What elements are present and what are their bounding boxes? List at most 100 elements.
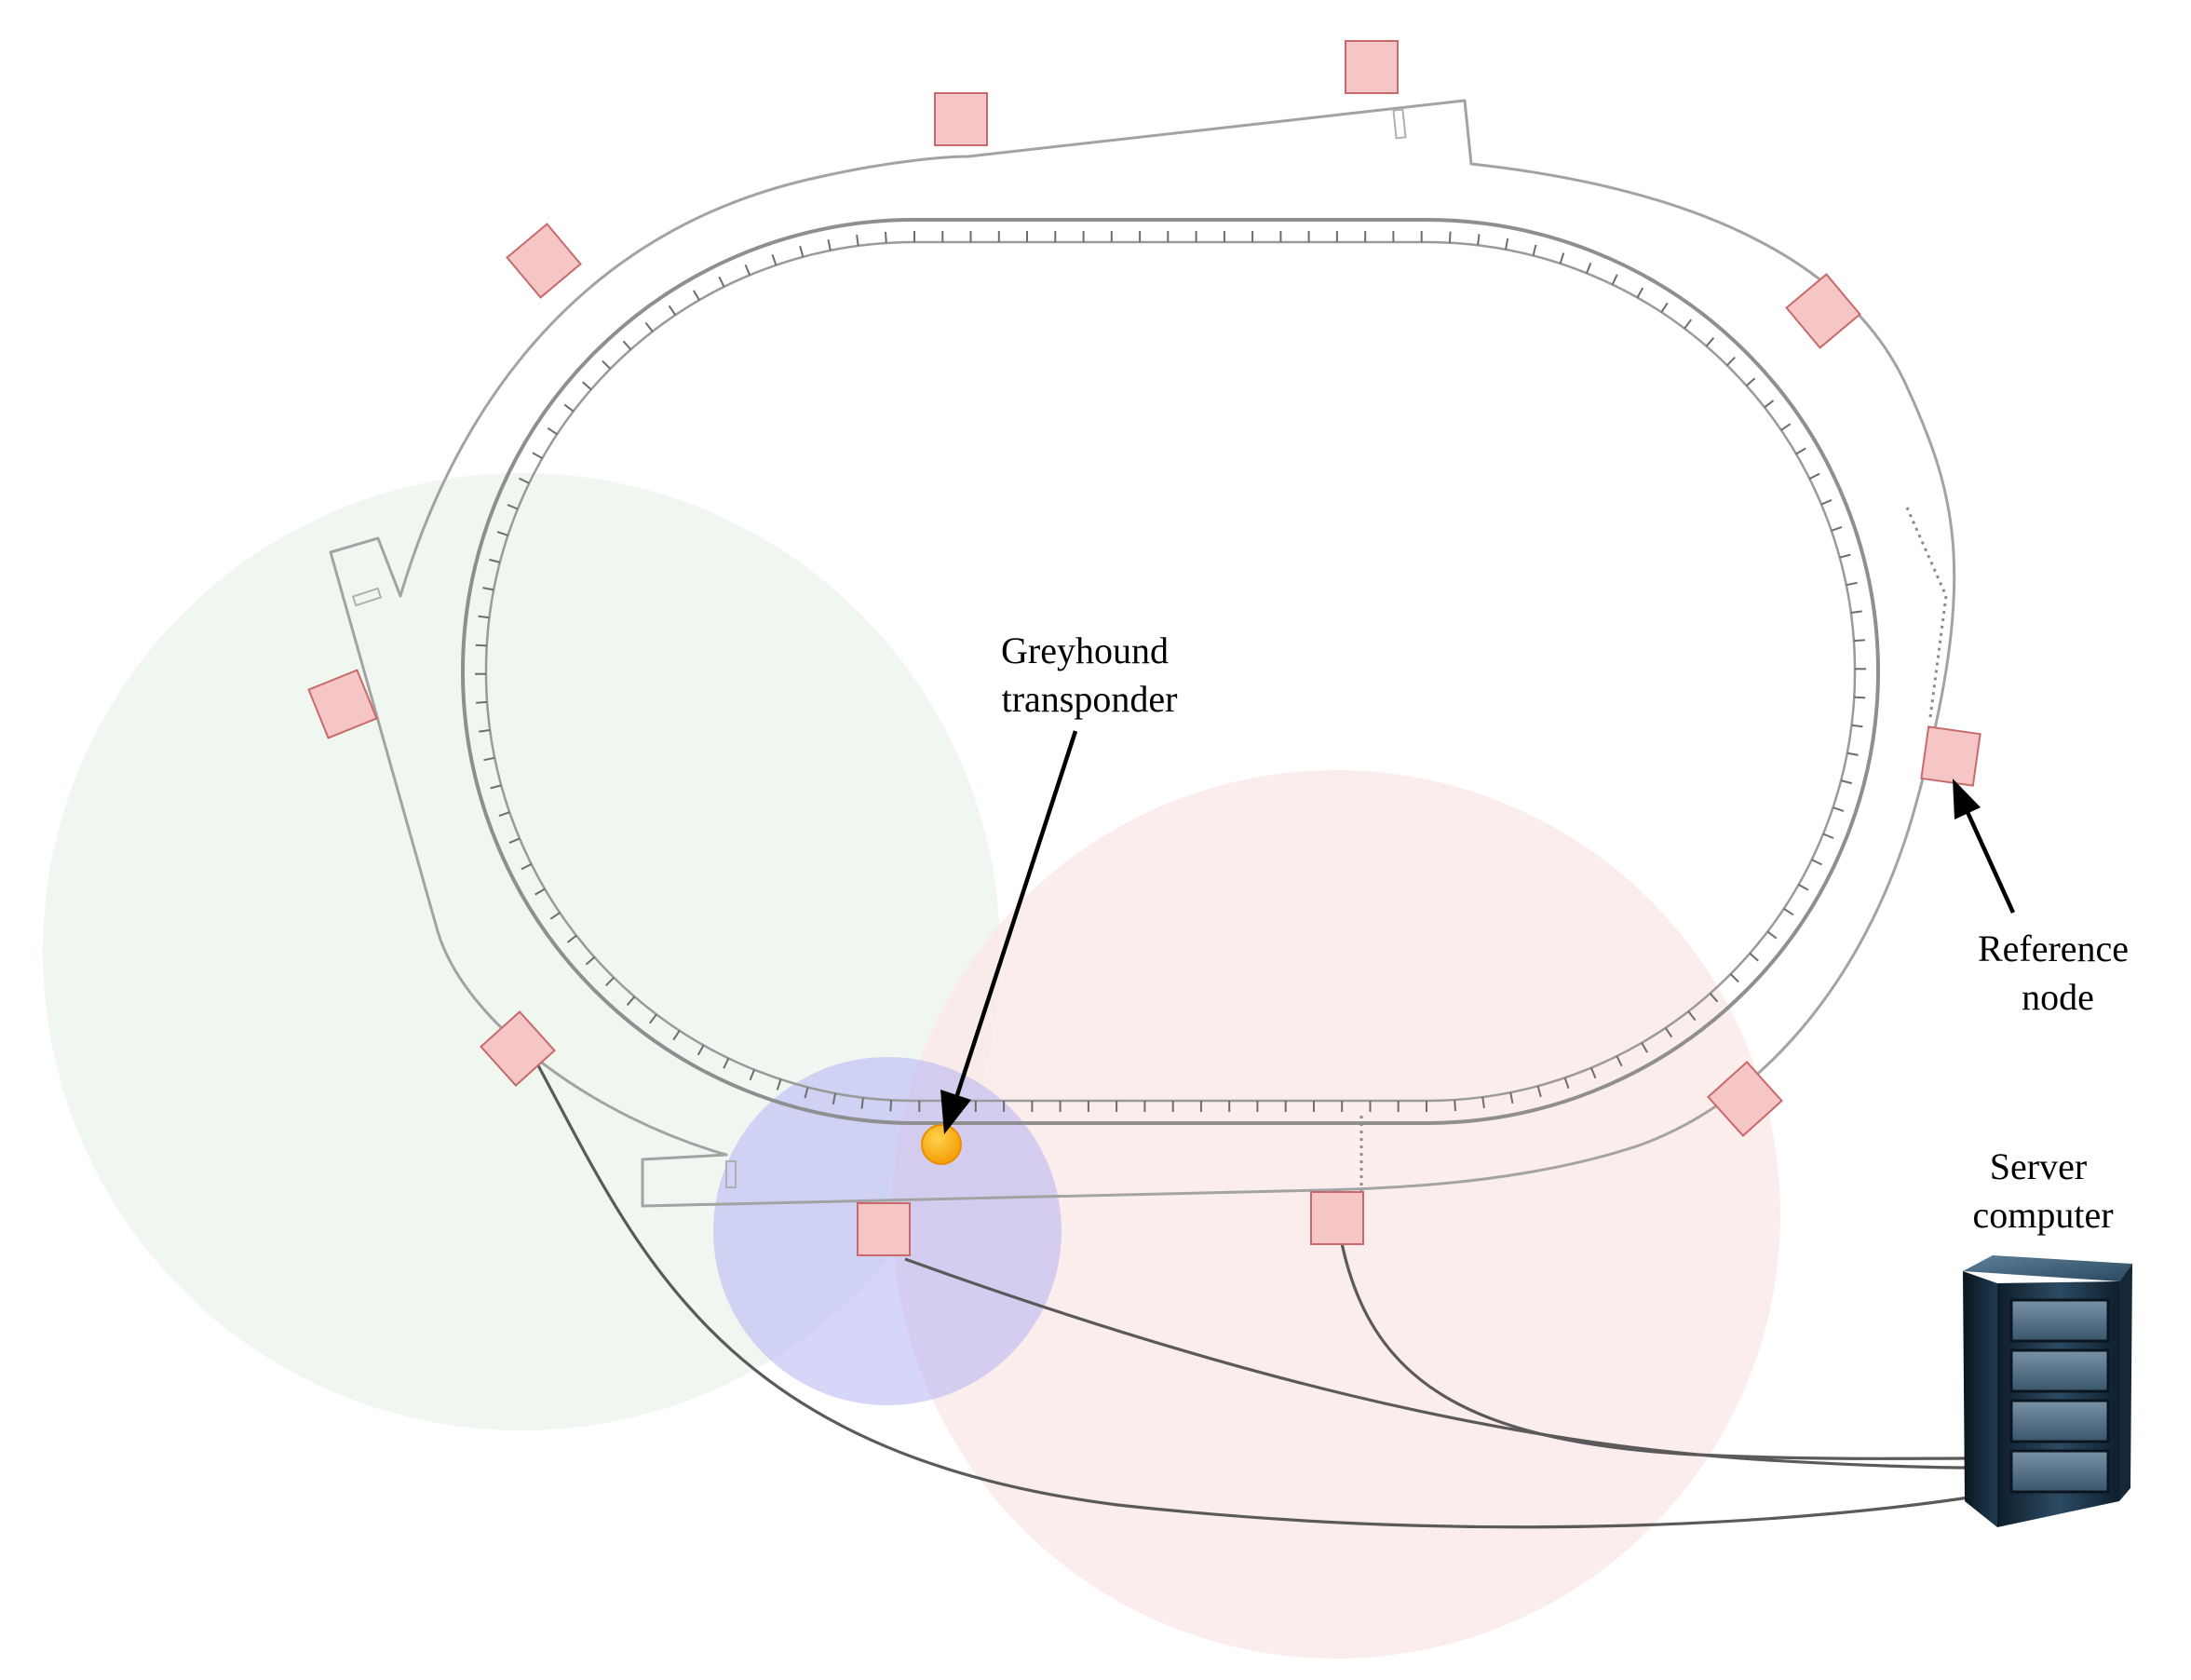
track-tick bbox=[776, 1078, 782, 1091]
label-reference-node: Reference node bbox=[1978, 928, 2138, 1018]
track-tick bbox=[723, 1057, 730, 1069]
labels: Greyhound transponder Reference node Ser… bbox=[1001, 630, 2138, 1236]
track-tick bbox=[1839, 553, 1851, 559]
track-tick bbox=[566, 934, 577, 943]
track-tick bbox=[1563, 1077, 1570, 1090]
reference-node bbox=[1920, 725, 1981, 787]
track-tick bbox=[1749, 953, 1759, 962]
track-dotted-line-right bbox=[1905, 507, 1948, 718]
network-cables bbox=[524, 1042, 1994, 1529]
race-track bbox=[329, 99, 1956, 1208]
track-tick bbox=[1559, 252, 1565, 264]
reference-nodes bbox=[307, 40, 1981, 1256]
reference-node bbox=[480, 1010, 556, 1087]
track-tick bbox=[1687, 1010, 1697, 1022]
arrow-reference-node-head-icon bbox=[1953, 779, 1981, 820]
cable-node-left bbox=[524, 1042, 1994, 1529]
track-tick bbox=[1820, 498, 1833, 506]
reference-node bbox=[506, 223, 582, 299]
cable-node-middle bbox=[904, 1257, 1966, 1470]
label-reference-node-line1: Reference bbox=[1978, 928, 2129, 969]
track-tick bbox=[1783, 907, 1794, 916]
track-tick bbox=[1798, 884, 1809, 891]
track-outer-rail bbox=[461, 218, 1880, 1125]
track-tick bbox=[547, 427, 558, 436]
track-tick bbox=[1448, 231, 1452, 243]
track-tick bbox=[1846, 752, 1859, 756]
track-tick bbox=[1536, 1085, 1542, 1098]
reference-node bbox=[857, 1202, 911, 1256]
label-transponder-line1: Greyhound bbox=[1001, 630, 1169, 671]
track-tick bbox=[508, 837, 521, 845]
track-tick bbox=[1664, 1027, 1673, 1038]
server-side bbox=[1963, 1271, 1997, 1527]
track-tick bbox=[1505, 237, 1509, 251]
track-tick bbox=[1660, 302, 1669, 313]
track-tick bbox=[498, 811, 510, 818]
track-tick bbox=[693, 290, 700, 301]
label-server: Server computer bbox=[1972, 1145, 2113, 1236]
label-transponder: Greyhound transponder bbox=[1001, 630, 1178, 720]
track-tick bbox=[476, 700, 488, 704]
arrow-transponder bbox=[953, 730, 1078, 1102]
start-box-marker-bottom bbox=[725, 1160, 737, 1188]
track-tick bbox=[1709, 993, 1719, 1003]
track-tick bbox=[563, 403, 575, 413]
track-tick bbox=[475, 644, 487, 647]
track-tick bbox=[889, 1100, 893, 1112]
track-tick bbox=[1616, 1055, 1623, 1067]
track-tick bbox=[534, 887, 546, 896]
track-tick bbox=[507, 504, 519, 510]
start-box-marker-top bbox=[1392, 108, 1407, 140]
reference-node bbox=[1785, 273, 1861, 349]
track-tick bbox=[644, 321, 654, 332]
server-computer-icon bbox=[1963, 1255, 2132, 1527]
track-tick bbox=[1831, 525, 1843, 532]
track-tick bbox=[1850, 610, 1862, 614]
track-tick bbox=[490, 784, 502, 790]
track-tick bbox=[1745, 377, 1756, 386]
track-tick bbox=[479, 729, 491, 733]
track-tick bbox=[1454, 1099, 1456, 1112]
track-tick bbox=[799, 245, 805, 258]
label-transponder-line2: transponder bbox=[1002, 678, 1178, 720]
label-reference-node-line2: node bbox=[2022, 976, 2094, 1018]
reference-node bbox=[1707, 1061, 1783, 1137]
track-tick bbox=[827, 239, 832, 251]
track-tick bbox=[1780, 423, 1792, 431]
track-tick bbox=[1795, 447, 1806, 455]
track-tick bbox=[483, 756, 495, 762]
track-tick bbox=[489, 558, 501, 563]
track-tick bbox=[1726, 357, 1736, 366]
server-bay bbox=[2009, 1399, 2110, 1443]
track-distance-ticks bbox=[475, 231, 1866, 1112]
track-tick bbox=[1509, 1091, 1514, 1104]
track-tick bbox=[749, 1069, 755, 1081]
label-server-line1: Server bbox=[1990, 1145, 2087, 1187]
track-tick bbox=[1477, 234, 1481, 246]
track-tick bbox=[1636, 287, 1644, 299]
annotation-arrows bbox=[940, 730, 2016, 1134]
track-tick bbox=[1808, 472, 1820, 480]
track-tick bbox=[626, 996, 636, 1006]
start-box-marker-left bbox=[351, 587, 383, 607]
track-tick bbox=[605, 977, 615, 986]
track-tick bbox=[856, 234, 859, 247]
track-tick bbox=[1853, 639, 1865, 643]
track-tick bbox=[1846, 581, 1858, 587]
track-tick bbox=[602, 359, 612, 370]
track-tick bbox=[744, 264, 751, 276]
server-right-edge bbox=[2119, 1264, 2132, 1501]
track-tick bbox=[672, 1030, 681, 1041]
greyhound-transponder-dot-icon bbox=[921, 1124, 962, 1165]
server-bay bbox=[2009, 1298, 2110, 1343]
track-tick bbox=[1840, 779, 1852, 785]
track-tick bbox=[521, 863, 533, 871]
track-tick bbox=[1532, 244, 1537, 256]
track-tick bbox=[1764, 400, 1775, 409]
reference-node bbox=[1310, 1191, 1364, 1245]
track-tick bbox=[697, 1044, 705, 1056]
track-tick bbox=[648, 1013, 657, 1024]
track-tick bbox=[532, 452, 543, 459]
track-inner-rail bbox=[484, 240, 1857, 1103]
